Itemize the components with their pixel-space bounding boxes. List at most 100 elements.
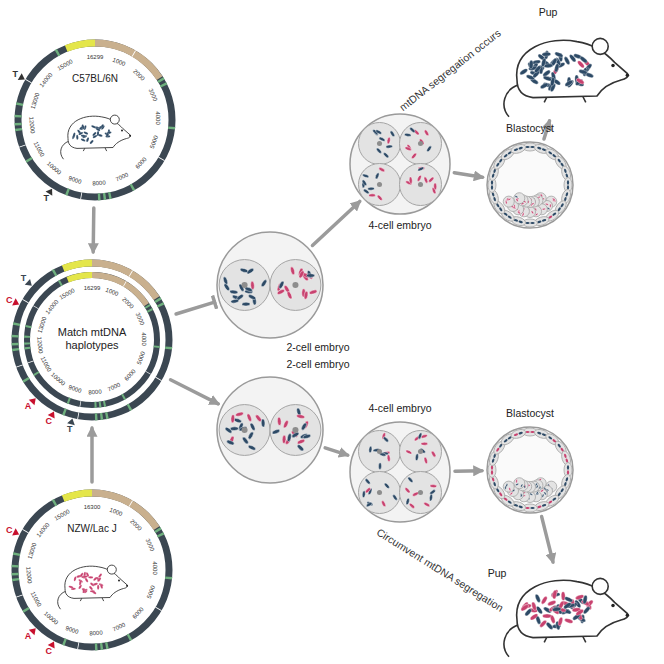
four-cell-embryo: 4-cell embryo — [348, 112, 452, 216]
mouse-figure — [504, 578, 629, 656]
mitochondrion — [306, 274, 314, 278]
mitochondrion — [387, 455, 391, 462]
mitochondrion — [541, 58, 547, 68]
mitochondrion — [505, 486, 507, 490]
variant-base: A — [25, 402, 32, 411]
mitochondrion — [376, 147, 383, 154]
mitochondrion — [89, 139, 94, 144]
mitochondrion — [91, 125, 96, 129]
mitochondrion — [408, 502, 415, 509]
four-cell-embryo: 4-cell embryo — [348, 420, 452, 524]
mitochondrion — [514, 195, 518, 198]
mitochondrion — [97, 577, 102, 582]
two-cell-embryo-outline — [215, 230, 325, 340]
mitochondrion — [296, 444, 304, 452]
mtdna-circle-outline — [10, 35, 180, 205]
position-number: 16299 — [84, 285, 101, 291]
mitochondrion — [549, 204, 551, 208]
two-cell-embryo: 2-cell embryo — [215, 230, 325, 340]
mitochondrion — [368, 187, 375, 190]
mitochondrion — [81, 134, 86, 137]
mitochondrion — [98, 573, 103, 578]
mitochondrion — [261, 419, 265, 427]
mitochondrion — [411, 152, 418, 159]
position-number: 16299 — [87, 54, 104, 60]
mitochondrion — [539, 619, 548, 628]
mitochondrion — [563, 601, 572, 609]
mitochondrion — [386, 145, 393, 149]
mitochondrion — [369, 446, 373, 453]
mitochondrion — [283, 420, 290, 429]
flow-arrow — [176, 302, 215, 314]
flow-arrow — [91, 208, 95, 252]
mitochondrion — [230, 427, 238, 431]
mitochondrion — [508, 487, 511, 491]
mitochondrion — [554, 51, 564, 58]
mitochondrion — [387, 137, 391, 144]
mitochondrion — [86, 137, 90, 142]
mitochondrion — [520, 484, 523, 488]
variant-base: T — [67, 425, 73, 434]
mitochondrion — [79, 572, 84, 577]
position-number: 4000 — [152, 561, 158, 575]
mitochondrion — [428, 176, 435, 183]
four-cell-embryo-outline — [348, 420, 452, 524]
mitochondrion — [76, 135, 79, 140]
node-label: Blastocyst — [485, 407, 575, 419]
blastocyst: Blastocyst — [485, 140, 575, 230]
mitochondrion — [361, 179, 367, 186]
mitochondrion — [547, 600, 557, 607]
blastocyst-outline — [485, 425, 575, 515]
mitochondrion — [421, 442, 428, 445]
mitochondrion — [298, 270, 305, 279]
mitochondrion — [542, 614, 551, 618]
mitochondrion — [382, 436, 389, 443]
mitochondrion — [404, 133, 411, 137]
mitochondrion — [540, 596, 548, 606]
mitochondrion — [230, 299, 239, 304]
node-label: 2-cell embryo — [273, 358, 363, 370]
mitochondrion — [383, 152, 390, 159]
position-number: 4000 — [141, 332, 147, 346]
mitochondrion — [309, 289, 318, 295]
variant-arrowhead — [12, 528, 19, 535]
mtdna-ring — [12, 490, 173, 651]
mitochondrion — [106, 132, 109, 137]
flow-arrow — [171, 380, 219, 404]
mitochondrion — [260, 279, 268, 288]
two-cell-embryo: 2-cell embryo — [215, 375, 325, 485]
mitochondrion — [376, 194, 383, 201]
mitochondrion — [539, 82, 549, 90]
node-label: C57BL/6N — [45, 73, 145, 85]
mitochondrion — [564, 618, 574, 625]
node-label: Match mtDNA haplotypes — [52, 326, 132, 351]
mitochondrion — [378, 463, 381, 470]
mitochondrion — [409, 127, 416, 134]
mitochondrion — [362, 491, 366, 498]
mitochondrion — [286, 291, 293, 300]
mitochondrion — [276, 288, 285, 295]
mitochondrion — [83, 131, 88, 135]
mitochondrion — [248, 294, 257, 301]
mitochondrion — [517, 211, 521, 215]
variant-base: T — [13, 70, 19, 79]
mitochondrion — [278, 280, 285, 289]
mitochondrion — [531, 210, 534, 214]
mitochondrion — [384, 482, 391, 489]
mitochondrion — [247, 431, 254, 440]
mouse-figure — [504, 38, 629, 116]
position-number: 8000 — [88, 389, 102, 396]
position-number: 8000 — [92, 180, 106, 187]
mitochondrion — [430, 484, 437, 487]
mitochondrion — [515, 483, 519, 486]
position-number: 4000 — [155, 111, 161, 125]
mtdna-circle-outline — [7, 485, 177, 655]
mitochondrion — [80, 138, 85, 142]
mitochondrion — [405, 449, 412, 455]
mitochondrion — [68, 585, 73, 588]
mitochondrion — [230, 290, 238, 294]
mitochondrion — [529, 613, 538, 621]
mitochondrion — [78, 131, 83, 135]
variant-base: C — [46, 647, 53, 656]
mitochondrion — [364, 478, 371, 485]
